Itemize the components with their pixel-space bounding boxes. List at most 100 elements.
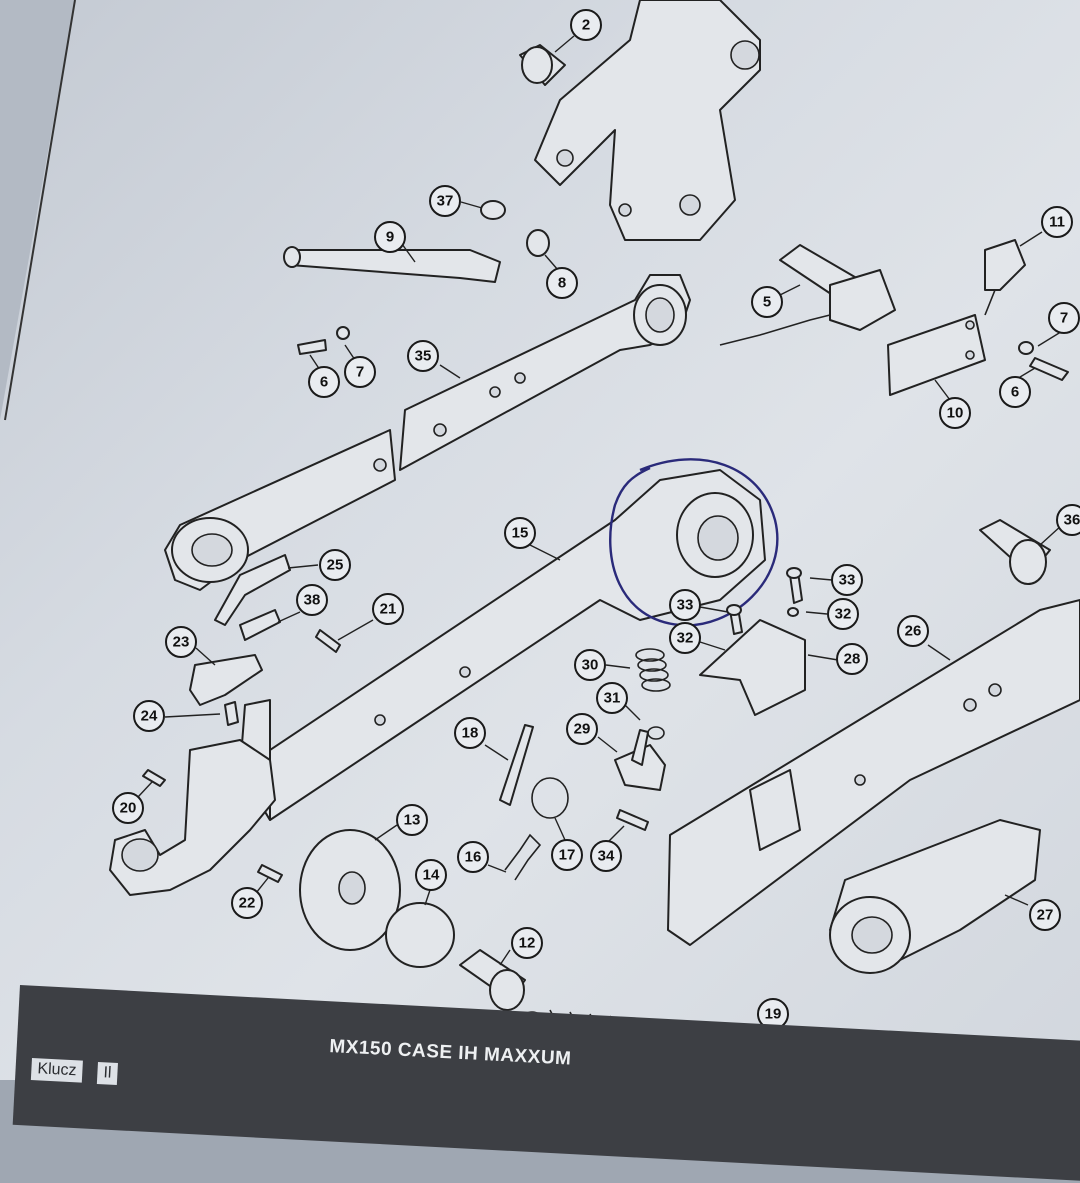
detent-pin	[499, 724, 534, 806]
callout-21: 21	[372, 593, 404, 625]
callout-7: 7	[1048, 302, 1080, 334]
svg-text:18: 18	[462, 725, 479, 742]
svg-text:7: 7	[356, 364, 364, 381]
svg-text:2: 2	[582, 17, 590, 34]
sensor-cylinder	[719, 244, 896, 346]
callout-22: 22	[231, 887, 263, 919]
svg-text:8: 8	[558, 275, 566, 292]
callout-23: 23	[165, 626, 197, 658]
svg-text:5: 5	[763, 294, 771, 311]
callout-38: 38	[296, 584, 328, 616]
callout-10: 10	[939, 397, 971, 429]
hook-end	[109, 739, 276, 896]
callout-17: 17	[551, 839, 583, 871]
bolt-nut-right	[1018, 341, 1069, 381]
coil-spring	[635, 648, 671, 692]
callout-16: 16	[457, 841, 489, 873]
bushing	[519, 44, 566, 86]
bolt-head	[786, 567, 802, 579]
table-header-col2: Il	[96, 1062, 118, 1086]
callout-5: 5	[751, 286, 783, 318]
svg-text:22: 22	[239, 895, 256, 912]
svg-text:16: 16	[465, 849, 482, 866]
callout-13: 13	[396, 804, 428, 836]
svg-text:28: 28	[844, 651, 861, 668]
callout-7: 7	[344, 356, 376, 388]
svg-text:10: 10	[947, 405, 964, 422]
svg-text:37: 37	[437, 193, 454, 210]
callout-27: 27	[1029, 899, 1061, 931]
svg-text:32: 32	[835, 606, 852, 623]
callout-26: 26	[897, 615, 929, 647]
svg-text:26: 26	[905, 623, 922, 640]
svg-text:15: 15	[512, 525, 529, 542]
svg-text:30: 30	[582, 657, 599, 674]
ring	[526, 229, 550, 257]
callout-2: 2	[570, 9, 602, 41]
bolt-head	[726, 604, 742, 616]
svg-text:12: 12	[519, 935, 536, 952]
callout-32: 32	[669, 622, 701, 654]
callout-11: 11	[1041, 206, 1073, 238]
leader-lines	[137, 35, 1065, 1048]
svg-text:6: 6	[320, 374, 328, 391]
svg-text:21: 21	[380, 601, 397, 618]
callout-31: 31	[596, 682, 628, 714]
ball-joint	[385, 902, 455, 968]
exploded-parts-diagram: 2 37 9 8 5 11 7 6 10 35 6 7 15 36 25 38 …	[0, 0, 1080, 1053]
callout-25: 25	[319, 549, 351, 581]
svg-text:36: 36	[1064, 512, 1080, 529]
washer-disc	[299, 829, 401, 951]
pin	[257, 864, 283, 883]
svg-text:35: 35	[415, 348, 432, 365]
paper-edge-line	[4, 0, 76, 421]
mounting-plate	[887, 239, 1026, 396]
spring-clip	[504, 833, 542, 881]
callout-28: 28	[836, 643, 868, 675]
svg-text:13: 13	[404, 812, 421, 829]
sleeve-bushing	[459, 949, 526, 1011]
callout-15: 15	[504, 517, 536, 549]
svg-text:9: 9	[386, 229, 394, 246]
pin	[142, 769, 166, 787]
table-header-key: Klucz	[30, 1058, 84, 1083]
paper-sheet: 2 37 9 8 5 11 7 6 10 35 6 7 15 36 25 38 …	[0, 0, 1080, 1080]
pin-rod	[283, 246, 501, 283]
stabilizer-bar	[667, 599, 1080, 946]
svg-text:14: 14	[423, 867, 440, 884]
bolt-nut-left	[297, 326, 350, 355]
callout-35: 35	[407, 340, 439, 372]
bushing-right	[979, 519, 1051, 585]
callout-33: 33	[669, 589, 701, 621]
svg-text:6: 6	[1011, 384, 1019, 401]
callout-12: 12	[511, 927, 543, 959]
callout-18: 18	[454, 717, 486, 749]
callout-33: 33	[831, 564, 863, 596]
svg-text:23: 23	[173, 634, 190, 651]
callout-30: 30	[574, 649, 606, 681]
callout-24: 24	[133, 700, 165, 732]
latch-bracket	[699, 619, 806, 716]
upper-link-arm	[164, 274, 691, 591]
svg-text:19: 19	[765, 1006, 782, 1023]
svg-text:27: 27	[1037, 907, 1054, 924]
callout-34: 34	[590, 840, 622, 872]
svg-text:11: 11	[1049, 214, 1065, 231]
latch-parts	[189, 554, 291, 726]
callout-6: 6	[308, 366, 340, 398]
callout-8: 8	[546, 267, 578, 299]
svg-text:17: 17	[559, 847, 576, 864]
svg-text:20: 20	[120, 800, 137, 817]
svg-text:38: 38	[304, 592, 321, 609]
callout-6: 6	[999, 376, 1031, 408]
callout-20: 20	[112, 792, 144, 824]
svg-text:31: 31	[604, 690, 621, 707]
snap-ring	[647, 726, 665, 740]
svg-text:25: 25	[327, 557, 344, 574]
callout-32: 32	[827, 598, 859, 630]
circle-annotation	[609, 458, 779, 627]
pin	[315, 629, 341, 653]
callout-37: 37	[429, 185, 461, 217]
top-bracket	[534, 0, 761, 241]
svg-text:34: 34	[598, 848, 615, 865]
